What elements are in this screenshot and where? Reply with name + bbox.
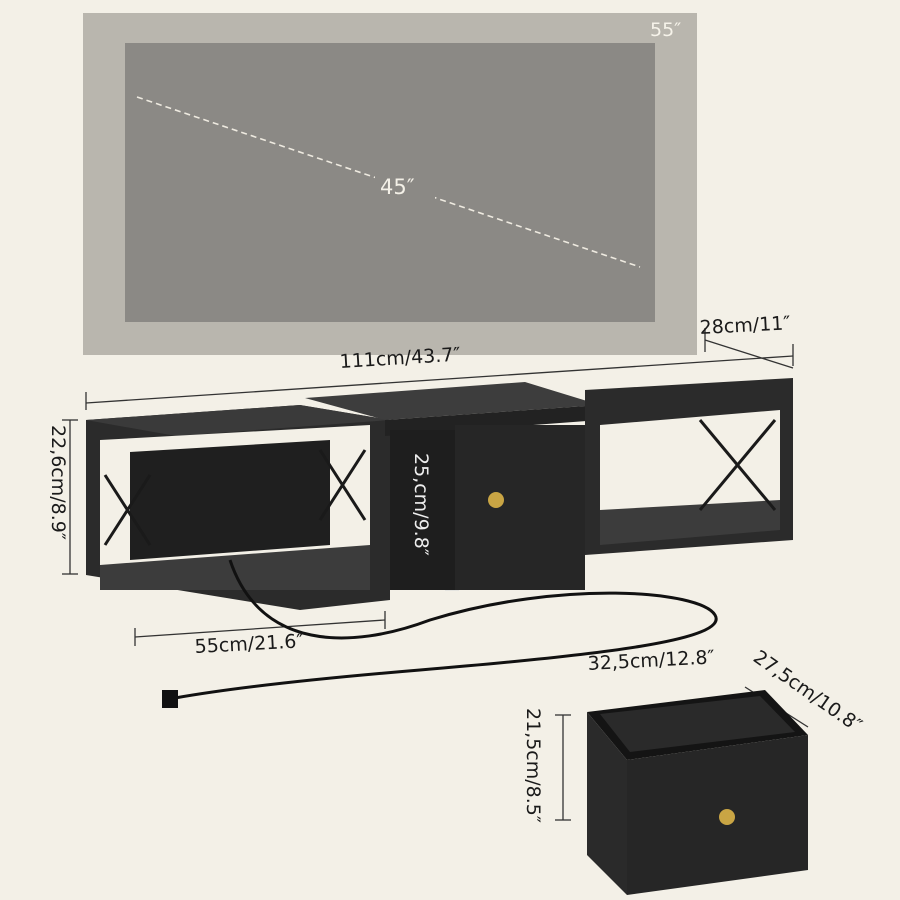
height-label: 22,6cm/8.9″ — [47, 425, 69, 540]
tv-45-label: 45″ — [380, 175, 415, 199]
plug — [162, 690, 178, 708]
drawer-height-label: 21,5cm/8.5″ — [522, 708, 544, 823]
tv-55-label: 55″ — [650, 19, 681, 41]
depth-label: 28cm/11″ — [699, 312, 791, 339]
drawer-section-height-label: 25,cm/9.8″ — [410, 453, 432, 556]
tv-outline-55 — [83, 13, 697, 355]
tv-stand — [86, 378, 793, 708]
shelf-width-label: 55cm/21.6″ — [194, 630, 304, 658]
fabric-drawer — [587, 690, 808, 895]
power-cord — [174, 559, 718, 700]
dimension-lines — [62, 328, 809, 821]
drawer-box-knob — [719, 809, 735, 825]
drawer-knob — [488, 492, 504, 508]
